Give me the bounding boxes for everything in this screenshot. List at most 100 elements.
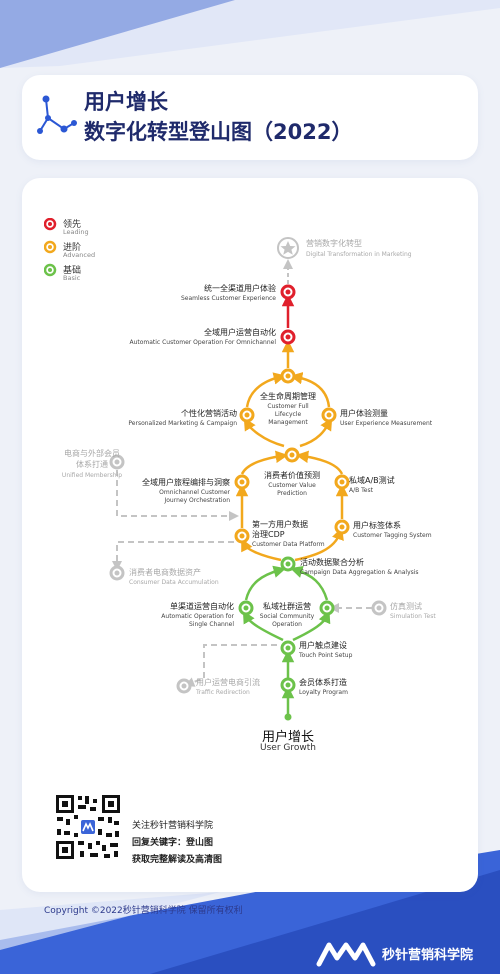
node-loyalty-marker bbox=[280, 677, 296, 693]
touch-sub: Touch Point Setup bbox=[299, 652, 353, 659]
qr-code-icon[interactable] bbox=[54, 793, 122, 861]
traffic-sub: Traffic Redirection bbox=[196, 689, 250, 696]
node-social-marker bbox=[319, 600, 335, 616]
traffic-label: 用户运营电商引流 bbox=[196, 678, 260, 687]
cdp-label2: 治理CDP bbox=[252, 530, 285, 539]
path-personalized-top bbox=[245, 372, 287, 408]
legend-advanced-sub: Advanced bbox=[63, 251, 96, 259]
node-automatic-marker bbox=[280, 329, 296, 345]
node-simulation-marker bbox=[371, 600, 387, 616]
cvp-sub2: Prediction bbox=[277, 490, 307, 497]
simulation-label: 仿真测试 bbox=[390, 602, 422, 611]
tagging-sub: Customer Tagging System bbox=[353, 532, 432, 539]
legend-basic-label: 基础 bbox=[63, 266, 82, 276]
ux-label: 用户体验测量 bbox=[340, 409, 388, 418]
brand-logo-icon bbox=[316, 942, 376, 967]
personalized-label: 个性化营销活动 bbox=[181, 409, 237, 418]
node-single-marker bbox=[238, 600, 254, 616]
node-accum-marker bbox=[109, 565, 125, 581]
peak-star-icon bbox=[277, 237, 299, 259]
node-seamless-marker bbox=[280, 284, 296, 300]
path-single-campaign bbox=[244, 565, 287, 601]
path-touch-social bbox=[292, 610, 331, 642]
legend-basic-sub: Basic bbox=[63, 274, 81, 282]
single-label: 单渠道运营自动化 bbox=[170, 602, 234, 611]
corner-decoration-top bbox=[0, 0, 500, 68]
unified-sub: Unified Membership bbox=[61, 472, 123, 479]
lifecycle-sub1: Customer Full bbox=[267, 403, 309, 410]
node-traffic-marker bbox=[176, 678, 192, 694]
accum-label: 消费者电商数据资产 bbox=[129, 568, 201, 577]
dash-unified-to-cdp bbox=[116, 470, 239, 521]
lifecycle-label: 全生命周期管理 bbox=[260, 392, 316, 401]
path-abtest-hub bbox=[295, 450, 344, 475]
growth-label: 用户增长 bbox=[261, 730, 314, 745]
unified-label2: 体系打通 bbox=[76, 460, 108, 469]
path-hub-ux bbox=[299, 417, 333, 448]
path-journey-hub bbox=[240, 450, 289, 475]
unified-label1: 电商与外部会员 bbox=[64, 449, 120, 458]
lifecycle-sub2: Lifecycle bbox=[274, 411, 302, 418]
node-hub-marker bbox=[284, 447, 300, 463]
journey-sub2: Journey Orchestration bbox=[164, 497, 230, 504]
node-tagging-marker bbox=[334, 519, 350, 535]
lifecycle-sub3: Management bbox=[268, 419, 308, 426]
social-sub2: Operation bbox=[272, 621, 302, 628]
abtest-label: 私域A/B测试 bbox=[349, 476, 395, 485]
path-hub-personalized bbox=[243, 417, 285, 448]
peak-sub: Digital Transformation in Marketing bbox=[306, 251, 412, 258]
start-point-marker bbox=[284, 713, 292, 721]
brand-name: 秒针营销科学院 bbox=[382, 948, 474, 963]
cdp-label1: 第一方用户数据 bbox=[252, 520, 308, 529]
seamless-label: 统一全渠道用户体验 bbox=[204, 284, 276, 293]
legend-leading-sub: Leading bbox=[63, 228, 89, 236]
mountain-path-diagram bbox=[109, 237, 387, 721]
diagram-card: 领先 Leading 进阶 Advanced 基础 Basic bbox=[22, 178, 478, 892]
cta-line3: 获取完整解读及高清图 bbox=[132, 855, 223, 865]
node-ux-marker bbox=[321, 407, 337, 423]
social-label: 私域社群运营 bbox=[263, 602, 311, 611]
dash-touch-to-traffic bbox=[184, 644, 277, 687]
dash-cdp-to-accum bbox=[112, 541, 234, 571]
loyalty-sub: Loyalty Program bbox=[299, 689, 348, 696]
automatic-label: 全域用户运营自动化 bbox=[204, 328, 276, 337]
journey-label: 全域用户旅程编排与洞察 bbox=[142, 478, 230, 487]
path-campaign-tagging bbox=[294, 527, 344, 562]
single-sub2: Single Channel bbox=[189, 621, 234, 628]
campaign-label: 活动数据聚合分析 bbox=[300, 558, 364, 567]
seamless-sub: Seamless Customer Experience bbox=[180, 295, 276, 302]
personalized-sub: Personalized Marketing & Campaign bbox=[128, 420, 237, 427]
loyalty-label: 会员体系打造 bbox=[299, 678, 347, 687]
node-journey-marker bbox=[234, 474, 250, 490]
node-personalized-marker bbox=[239, 407, 255, 423]
path-campaign-cdp bbox=[241, 538, 282, 562]
ux-sub: User Experience Measurement bbox=[340, 420, 433, 427]
cvp-label: 消费者价值预测 bbox=[264, 471, 320, 480]
abtest-sub: A/B Test bbox=[349, 487, 373, 494]
legend-markers bbox=[44, 218, 57, 277]
accum-sub: Consumer Data Accumulation bbox=[129, 579, 219, 586]
path-touch-single bbox=[242, 610, 284, 642]
cta-line2: 回复关键字：登山图 bbox=[132, 838, 214, 848]
path-ux-top bbox=[289, 372, 331, 408]
tagging-label: 用户标签体系 bbox=[353, 521, 401, 530]
cta-line1: 关注秒针营销科学院 bbox=[132, 821, 214, 831]
path-social-campaign bbox=[290, 565, 329, 601]
journey-sub1: Omnichannel Customer bbox=[159, 489, 230, 496]
network-logo-icon bbox=[37, 95, 77, 134]
legend-leading-label: 领先 bbox=[63, 220, 82, 230]
page-title-line1: 用户增长 bbox=[84, 90, 168, 114]
node-cdp-marker bbox=[234, 528, 250, 544]
node-touch-marker bbox=[280, 640, 296, 656]
campaign-sub: Campaign Data Aggregation & Analysis bbox=[300, 569, 419, 576]
legend-advanced-label: 进阶 bbox=[63, 243, 82, 253]
cvp-sub1: Customer Value bbox=[268, 482, 316, 489]
node-abtest-marker bbox=[334, 474, 350, 490]
node-campaign-marker bbox=[280, 556, 296, 572]
single-sub1: Automatic Operation for bbox=[161, 613, 234, 620]
cdp-sub: Customer Data Platform bbox=[252, 541, 325, 548]
peak-label: 营销数字化转型 bbox=[306, 239, 362, 248]
node-unified-marker bbox=[109, 454, 125, 470]
page-title-line2: 数字化转型登山图（2022） bbox=[84, 120, 353, 144]
social-sub1: Social Community bbox=[259, 613, 315, 620]
